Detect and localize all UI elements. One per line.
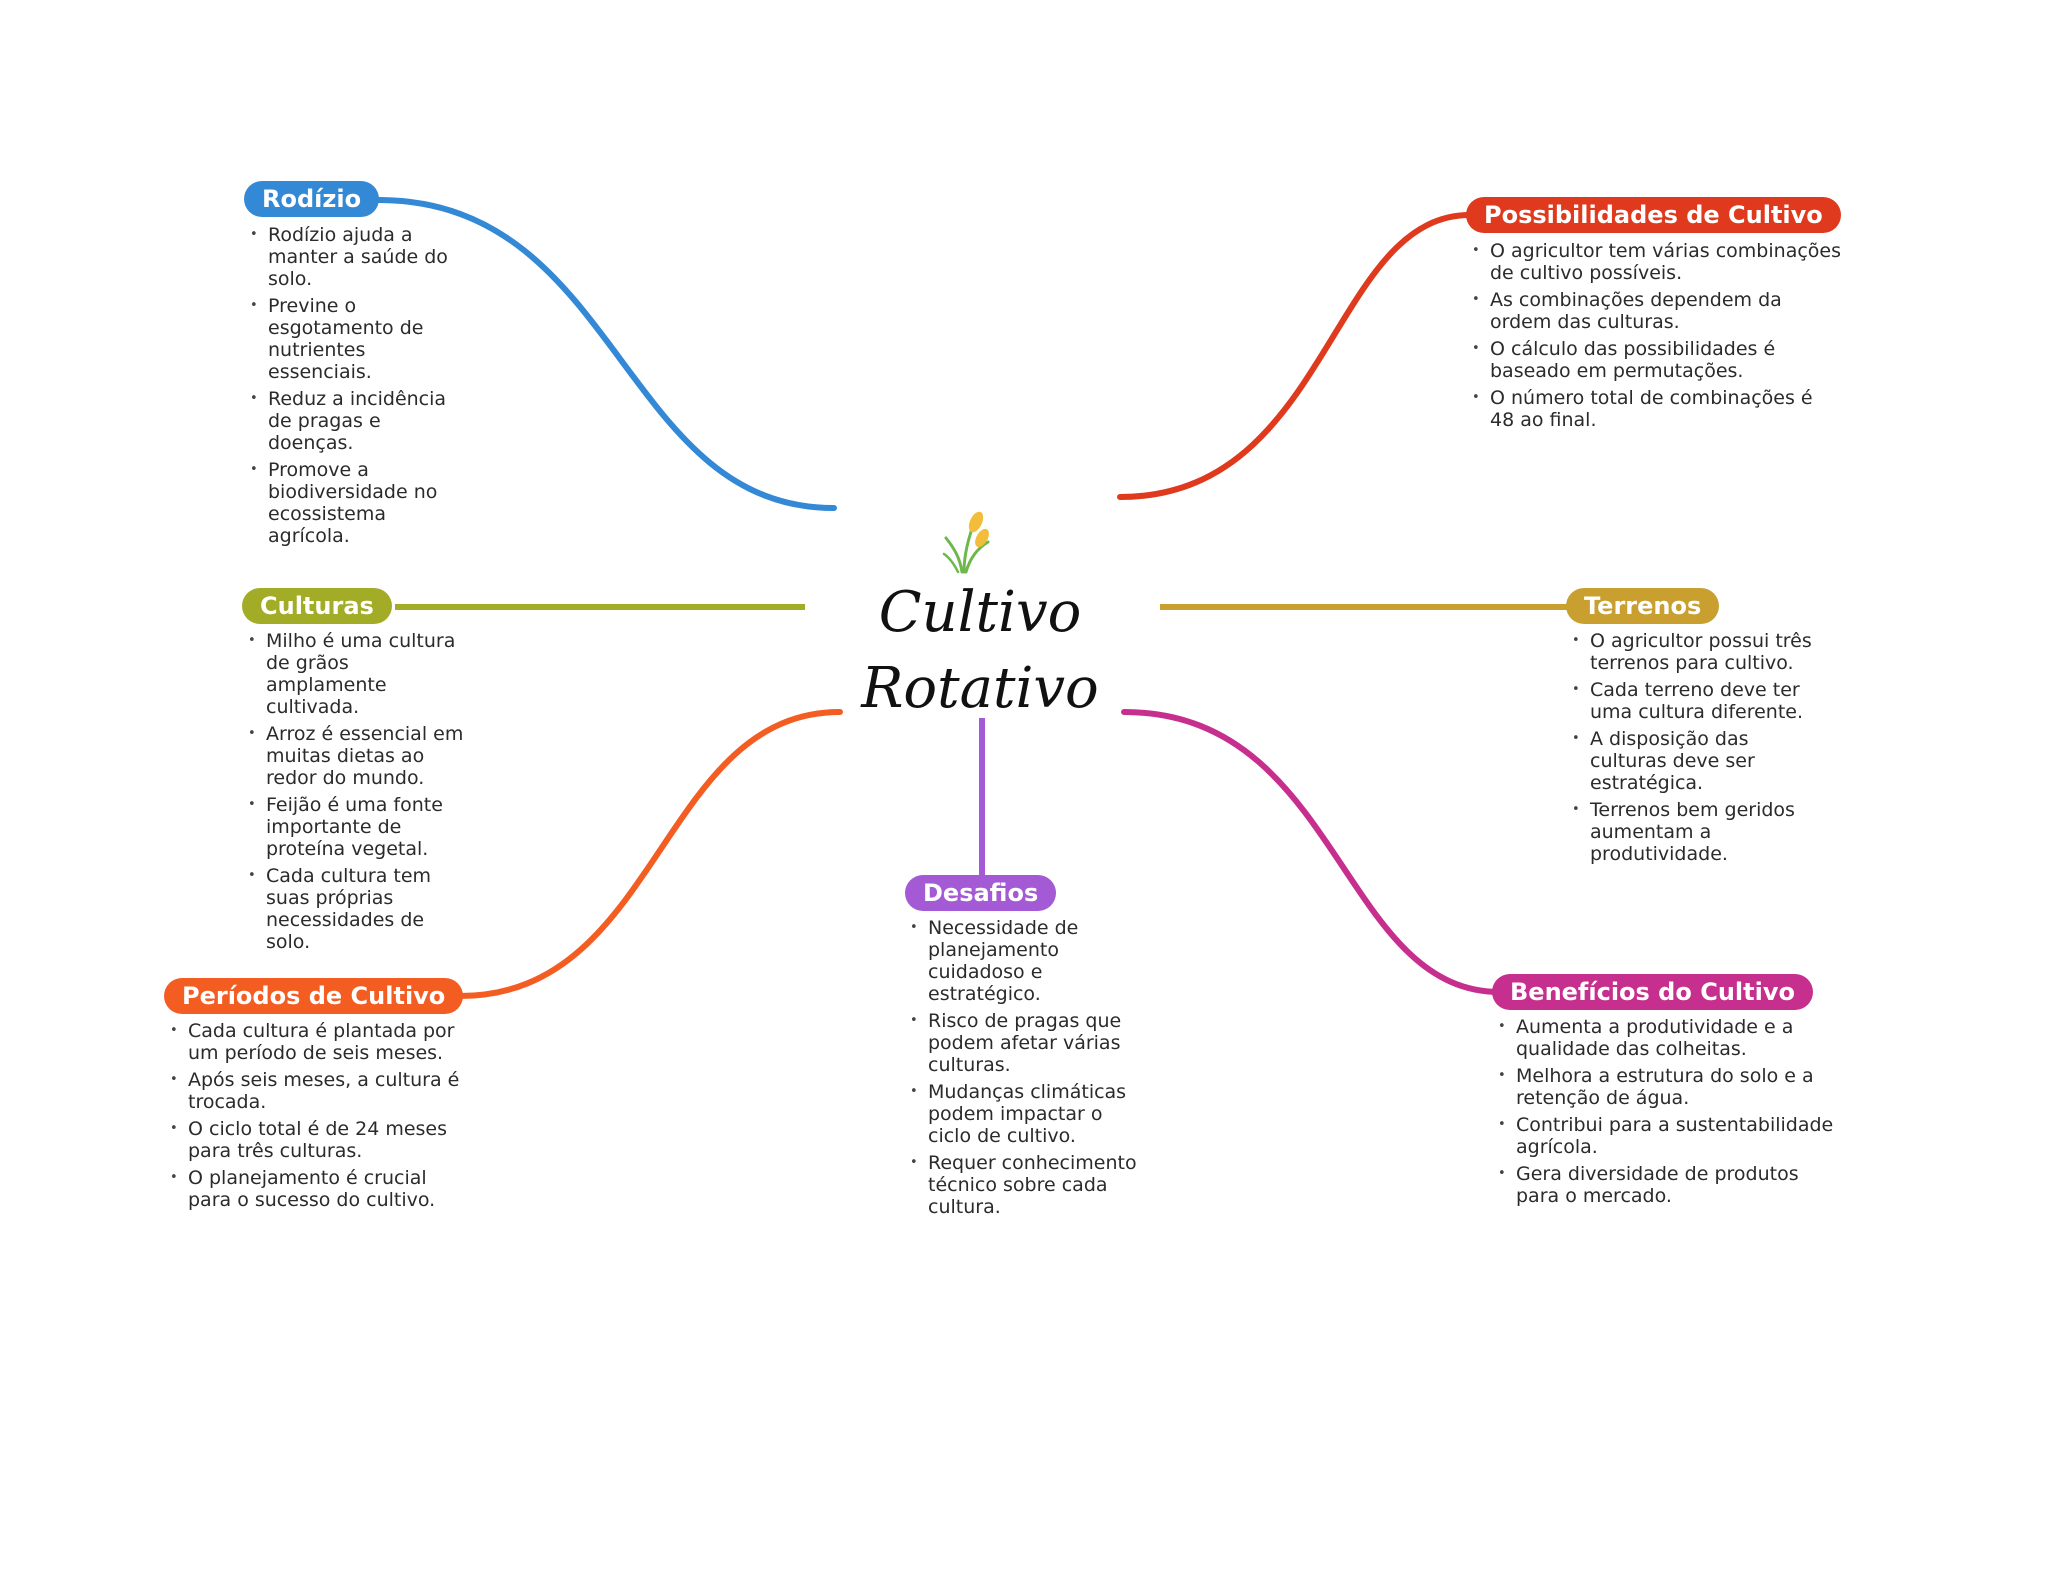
list-item: Cada cultura é plantada por um período d… xyxy=(170,1020,470,1064)
list-item: Aumenta a produtividade e a qualidade da… xyxy=(1498,1016,1838,1060)
central-topic-line2: Rotativo xyxy=(861,656,1099,721)
list-item: Milho é uma cultura de grãos amplamente … xyxy=(248,630,468,718)
notes-periodos-de-cultivo: Cada cultura é plantada por um período d… xyxy=(170,1020,470,1216)
notes-rodizio: Rodízio ajuda a manter a saúde do solo. … xyxy=(250,224,470,552)
notes-beneficios-do-cultivo: Aumenta a produtividade e a qualidade da… xyxy=(1498,1016,1838,1212)
list-item: Risco de pragas que podem afetar várias … xyxy=(910,1010,1140,1076)
connector-possibilidades xyxy=(1117,212,1473,500)
notes-terrenos: O agricultor possui três terrenos para c… xyxy=(1572,630,1812,870)
topic-possibilidades-de-cultivo[interactable]: Possibilidades de Cultivo xyxy=(1466,197,1841,233)
connector-periodos xyxy=(457,709,843,999)
list-item: Rodízio ajuda a manter a saúde do solo. xyxy=(250,224,470,290)
topic-periodos-de-cultivo[interactable]: Períodos de Cultivo xyxy=(164,978,464,1014)
topic-beneficios-do-cultivo[interactable]: Benefícios do Cultivo xyxy=(1492,974,1813,1010)
list-item: Feijão é uma fonte importante de proteín… xyxy=(248,794,468,860)
connector-beneficios xyxy=(1121,709,1503,995)
list-item: Cada terreno deve ter uma cultura difere… xyxy=(1572,679,1812,723)
connector-rodizio xyxy=(375,197,837,511)
list-item: Requer conhecimento técnico sobre cada c… xyxy=(910,1152,1140,1218)
list-item: O número total de combinações é 48 ao fi… xyxy=(1472,387,1842,431)
list-item: Terrenos bem geridos aumentam a produtiv… xyxy=(1572,799,1812,865)
topic-terrenos[interactable]: Terrenos xyxy=(1566,588,1720,624)
list-item: As combinações dependem da ordem das cul… xyxy=(1472,289,1842,333)
list-item: O agricultor tem várias combinações de c… xyxy=(1472,240,1842,284)
list-item: O cálculo das possibilidades é baseado e… xyxy=(1472,338,1842,382)
notes-possibilidades-de-cultivo: O agricultor tem várias combinações de c… xyxy=(1472,240,1842,436)
list-item: O ciclo total é de 24 meses para três cu… xyxy=(170,1118,470,1162)
list-item: Previne o esgotamento de nutrientes esse… xyxy=(250,295,470,383)
topic-culturas[interactable]: Culturas xyxy=(242,588,392,624)
list-item: Mudanças climáticas podem impactar o cic… xyxy=(910,1081,1140,1147)
list-item: Cada cultura tem suas próprias necessida… xyxy=(248,865,468,953)
list-item: Necessidade de planejamento cuidadoso e … xyxy=(910,917,1140,1005)
topic-rodizio[interactable]: Rodízio xyxy=(244,181,380,217)
list-item: Reduz a incidência de pragas e doenças. xyxy=(250,388,470,454)
wheat-stalk-icon xyxy=(942,511,990,574)
list-item: Contribui para a sustentabilidade agríco… xyxy=(1498,1114,1838,1158)
notes-culturas: Milho é uma cultura de grãos amplamente … xyxy=(248,630,468,958)
list-item: A disposição das culturas deve ser estra… xyxy=(1572,728,1812,794)
central-topic-line1: Cultivo xyxy=(878,580,1082,645)
list-item: O planejamento é crucial para o sucesso … xyxy=(170,1167,470,1211)
central-topic[interactable]: Cultivo Rotativo xyxy=(860,575,1100,727)
list-item: Promove a biodiversidade no ecossistema … xyxy=(250,459,470,547)
list-item: Melhora a estrutura do solo e a retenção… xyxy=(1498,1065,1838,1109)
list-item: Após seis meses, a cultura é trocada. xyxy=(170,1069,470,1113)
list-item: Arroz é essencial em muitas dietas ao re… xyxy=(248,723,468,789)
notes-desafios: Necessidade de planejamento cuidadoso e … xyxy=(910,917,1140,1223)
topic-desafios[interactable]: Desafios xyxy=(905,875,1057,911)
list-item: O agricultor possui três terrenos para c… xyxy=(1572,630,1812,674)
list-item: Gera diversidade de produtos para o merc… xyxy=(1498,1163,1838,1207)
